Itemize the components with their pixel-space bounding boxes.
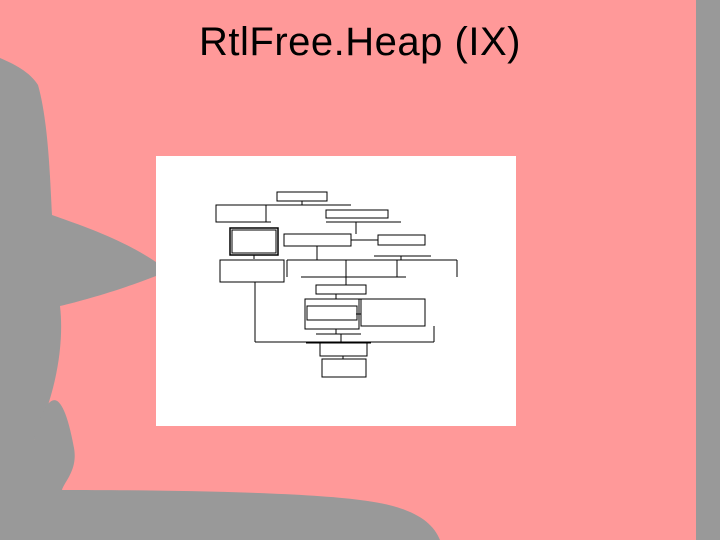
flow-node [325, 209, 389, 219]
left-decoration [0, 58, 156, 440]
flow-node [276, 191, 328, 202]
flowchart [215, 191, 458, 378]
flow-node [215, 204, 267, 223]
flow-node [315, 284, 367, 295]
flowchart-panel [156, 156, 516, 426]
bottom-decoration [0, 400, 440, 540]
flow-node [306, 305, 358, 321]
flow-node [360, 298, 426, 327]
flow-node [229, 227, 279, 256]
flow-node [321, 358, 367, 378]
slide-title: RtlFree.Heap (IX) [199, 20, 521, 64]
right-decoration [696, 0, 720, 540]
flow-node [304, 298, 360, 330]
flow-node [319, 342, 368, 357]
flow-node [219, 259, 285, 283]
flow-node [377, 234, 426, 246]
flow-node [283, 233, 352, 247]
flow-node [231, 229, 277, 254]
